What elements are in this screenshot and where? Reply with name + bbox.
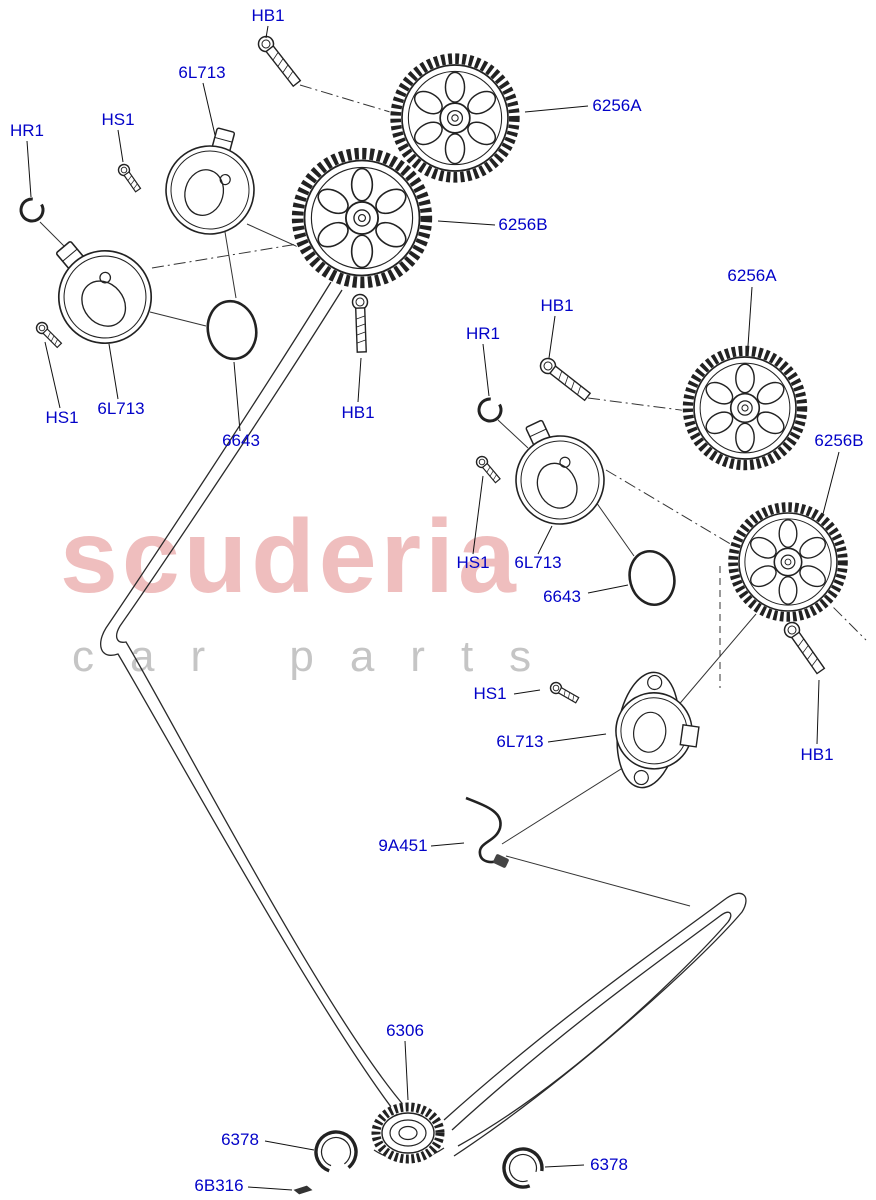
part-label-6643-2[interactable]: 6643 [543,587,581,606]
snap-ring-hr1-left [19,197,45,223]
part-label-hb1-4[interactable]: HB1 [800,745,834,764]
timing-chain-left [100,281,407,1117]
friction-washer-6378-left [314,1130,358,1174]
o-ring-6643-right [628,550,676,606]
part-label-hs1-4[interactable]: HS1 [473,684,507,703]
part-label-9a451[interactable]: 9A451 [378,836,428,855]
part-label-hs1-2[interactable]: HS1 [45,408,79,427]
vct-solenoid-6l713-right-lower [615,671,700,789]
sensor-wire-9a451 [465,796,509,868]
part-label-hs1-1[interactable]: HS1 [101,110,135,129]
part-label-6643-1[interactable]: 6643 [222,431,260,450]
part-label-6256a-1[interactable]: 6256A [592,96,642,115]
watermark-subtext: car parts [72,632,568,681]
part-label-hb1-2[interactable]: HB1 [540,296,574,315]
part-label-6256b-2[interactable]: 6256B [814,431,864,450]
part-label-6256a-2[interactable]: 6256A [727,266,777,285]
part-label-6378-1[interactable]: 6378 [221,1130,259,1149]
part-label-hb1-1[interactable]: HB1 [251,6,285,25]
part-label-6378-2[interactable]: 6378 [590,1155,628,1174]
watermark-brand: scuderia [60,499,520,615]
part-label-6l713-3[interactable]: 6L713 [514,553,562,572]
part-label-hs1-3[interactable]: HS1 [456,553,490,572]
part-label-6b316[interactable]: 6B316 [194,1176,244,1195]
label-leader-lines [26,25,840,1191]
part-label-hr1-1[interactable]: HR1 [9,121,45,140]
crank-sprocket-6306 [371,1102,445,1164]
part-label-6l713-2[interactable]: 6L713 [97,399,145,418]
part-label-6l713-4[interactable]: 6L713 [496,732,544,751]
o-ring-6643-left [206,299,258,361]
key-6b316 [293,1185,313,1195]
part-label-6256b-1[interactable]: 6256B [498,215,548,234]
part-label-6l713-1[interactable]: 6L713 [178,63,226,82]
part-label-6306[interactable]: 6306 [386,1021,424,1040]
part-label-hr1-2[interactable]: HR1 [465,324,501,343]
part-label-hb1-3[interactable]: HB1 [341,403,375,422]
